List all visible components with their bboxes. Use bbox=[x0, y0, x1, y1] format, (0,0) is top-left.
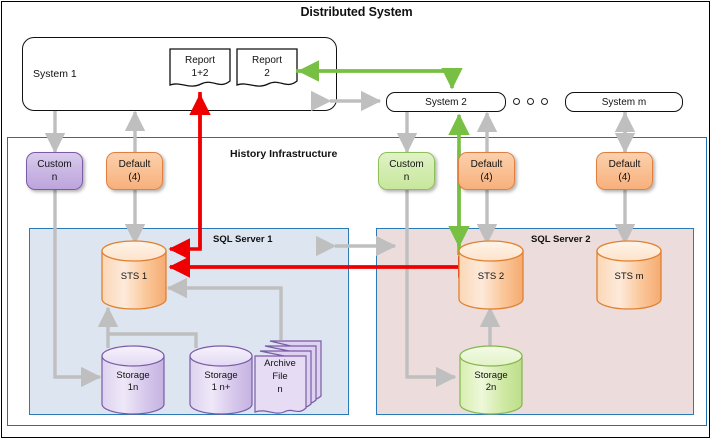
sts-1-label: STS 1 bbox=[120, 271, 148, 282]
ellipsis-dots bbox=[513, 98, 548, 105]
storage-1n-shape bbox=[101, 345, 165, 415]
storage-1n[interactable]: Storage 1n bbox=[100, 344, 166, 416]
system-2[interactable]: System 2 bbox=[386, 92, 506, 112]
dot-1 bbox=[513, 98, 520, 105]
storage-1n-line1: Storage bbox=[116, 370, 150, 381]
report-2[interactable]: Report 2 bbox=[236, 48, 298, 90]
report-1-2[interactable]: Report 1+2 bbox=[169, 48, 231, 90]
custom-n-right[interactable]: Custom n bbox=[378, 152, 435, 190]
sql-server-1-label: SQL Server 1 bbox=[213, 234, 273, 245]
storage-1np[interactable]: Storage 1 n+ bbox=[188, 344, 254, 416]
page-title: Distributed System bbox=[300, 5, 413, 19]
custom-n-left-line2: n bbox=[51, 172, 58, 183]
default-4-mid-line1: Default bbox=[470, 159, 503, 170]
default-4-mid[interactable]: Default (4) bbox=[458, 152, 515, 190]
storage-1n-line2: 1n bbox=[127, 382, 139, 393]
sql-server-2-label: SQL Server 2 bbox=[531, 234, 591, 245]
report-1-2-line1: Report bbox=[184, 55, 215, 66]
sts-m[interactable]: STS m bbox=[595, 239, 663, 311]
report-2-line1: Report bbox=[251, 55, 282, 66]
sts-1[interactable]: STS 1 bbox=[100, 239, 168, 311]
storage-2n-line1: Storage bbox=[474, 370, 508, 381]
custom-n-left[interactable]: Custom n bbox=[26, 152, 83, 190]
system-2-label: System 2 bbox=[425, 96, 467, 108]
default-4-left-line1: Default bbox=[118, 159, 151, 170]
report-1-2-shape bbox=[169, 48, 231, 87]
system-1-label: System 1 bbox=[33, 68, 77, 80]
system-m-label: System m bbox=[601, 96, 647, 108]
custom-n-right-line2: n bbox=[403, 172, 410, 183]
storage-2n-line2: 2n bbox=[485, 382, 497, 393]
report-2-shape bbox=[236, 48, 298, 87]
default-4-right-line2: (4) bbox=[618, 172, 631, 183]
custom-n-left-line1: Custom bbox=[37, 159, 72, 170]
report-2-line2: 2 bbox=[264, 68, 270, 79]
sts-m-label: STS m bbox=[614, 271, 644, 282]
storage-1np-line2: 1 n+ bbox=[211, 382, 231, 393]
sts-2-label: STS 2 bbox=[477, 271, 505, 282]
archive-line3: n bbox=[277, 384, 283, 395]
storage-1np-line1: Storage bbox=[204, 370, 238, 381]
default-4-right-line1: Default bbox=[608, 159, 641, 170]
archive-line1: Archive bbox=[264, 358, 296, 369]
sts-m-shape bbox=[596, 240, 662, 310]
archive-line2: File bbox=[272, 371, 288, 382]
custom-n-right-line1: Custom bbox=[389, 159, 424, 170]
dot-2 bbox=[527, 98, 534, 105]
default-4-left-line2: (4) bbox=[128, 172, 141, 183]
dot-3 bbox=[541, 98, 548, 105]
default-4-left[interactable]: Default (4) bbox=[106, 152, 163, 190]
storage-2n[interactable]: Storage 2n bbox=[458, 344, 524, 416]
default-4-right[interactable]: Default (4) bbox=[596, 152, 653, 190]
sts-1-shape bbox=[101, 240, 167, 310]
storage-2n-shape bbox=[459, 345, 523, 415]
system-m[interactable]: System m bbox=[565, 92, 683, 112]
storage-1np-shape bbox=[189, 345, 253, 415]
default-4-mid-line2: (4) bbox=[480, 172, 493, 183]
sts-2-shape bbox=[458, 240, 524, 310]
sts-2[interactable]: STS 2 bbox=[457, 239, 525, 311]
history-infrastructure-label: History Infrastructure bbox=[230, 148, 338, 160]
archive-file-n[interactable]: Archive File n bbox=[252, 338, 324, 416]
archive-file-n-shape bbox=[254, 340, 322, 414]
report-1-2-line2: 1+2 bbox=[191, 68, 209, 79]
